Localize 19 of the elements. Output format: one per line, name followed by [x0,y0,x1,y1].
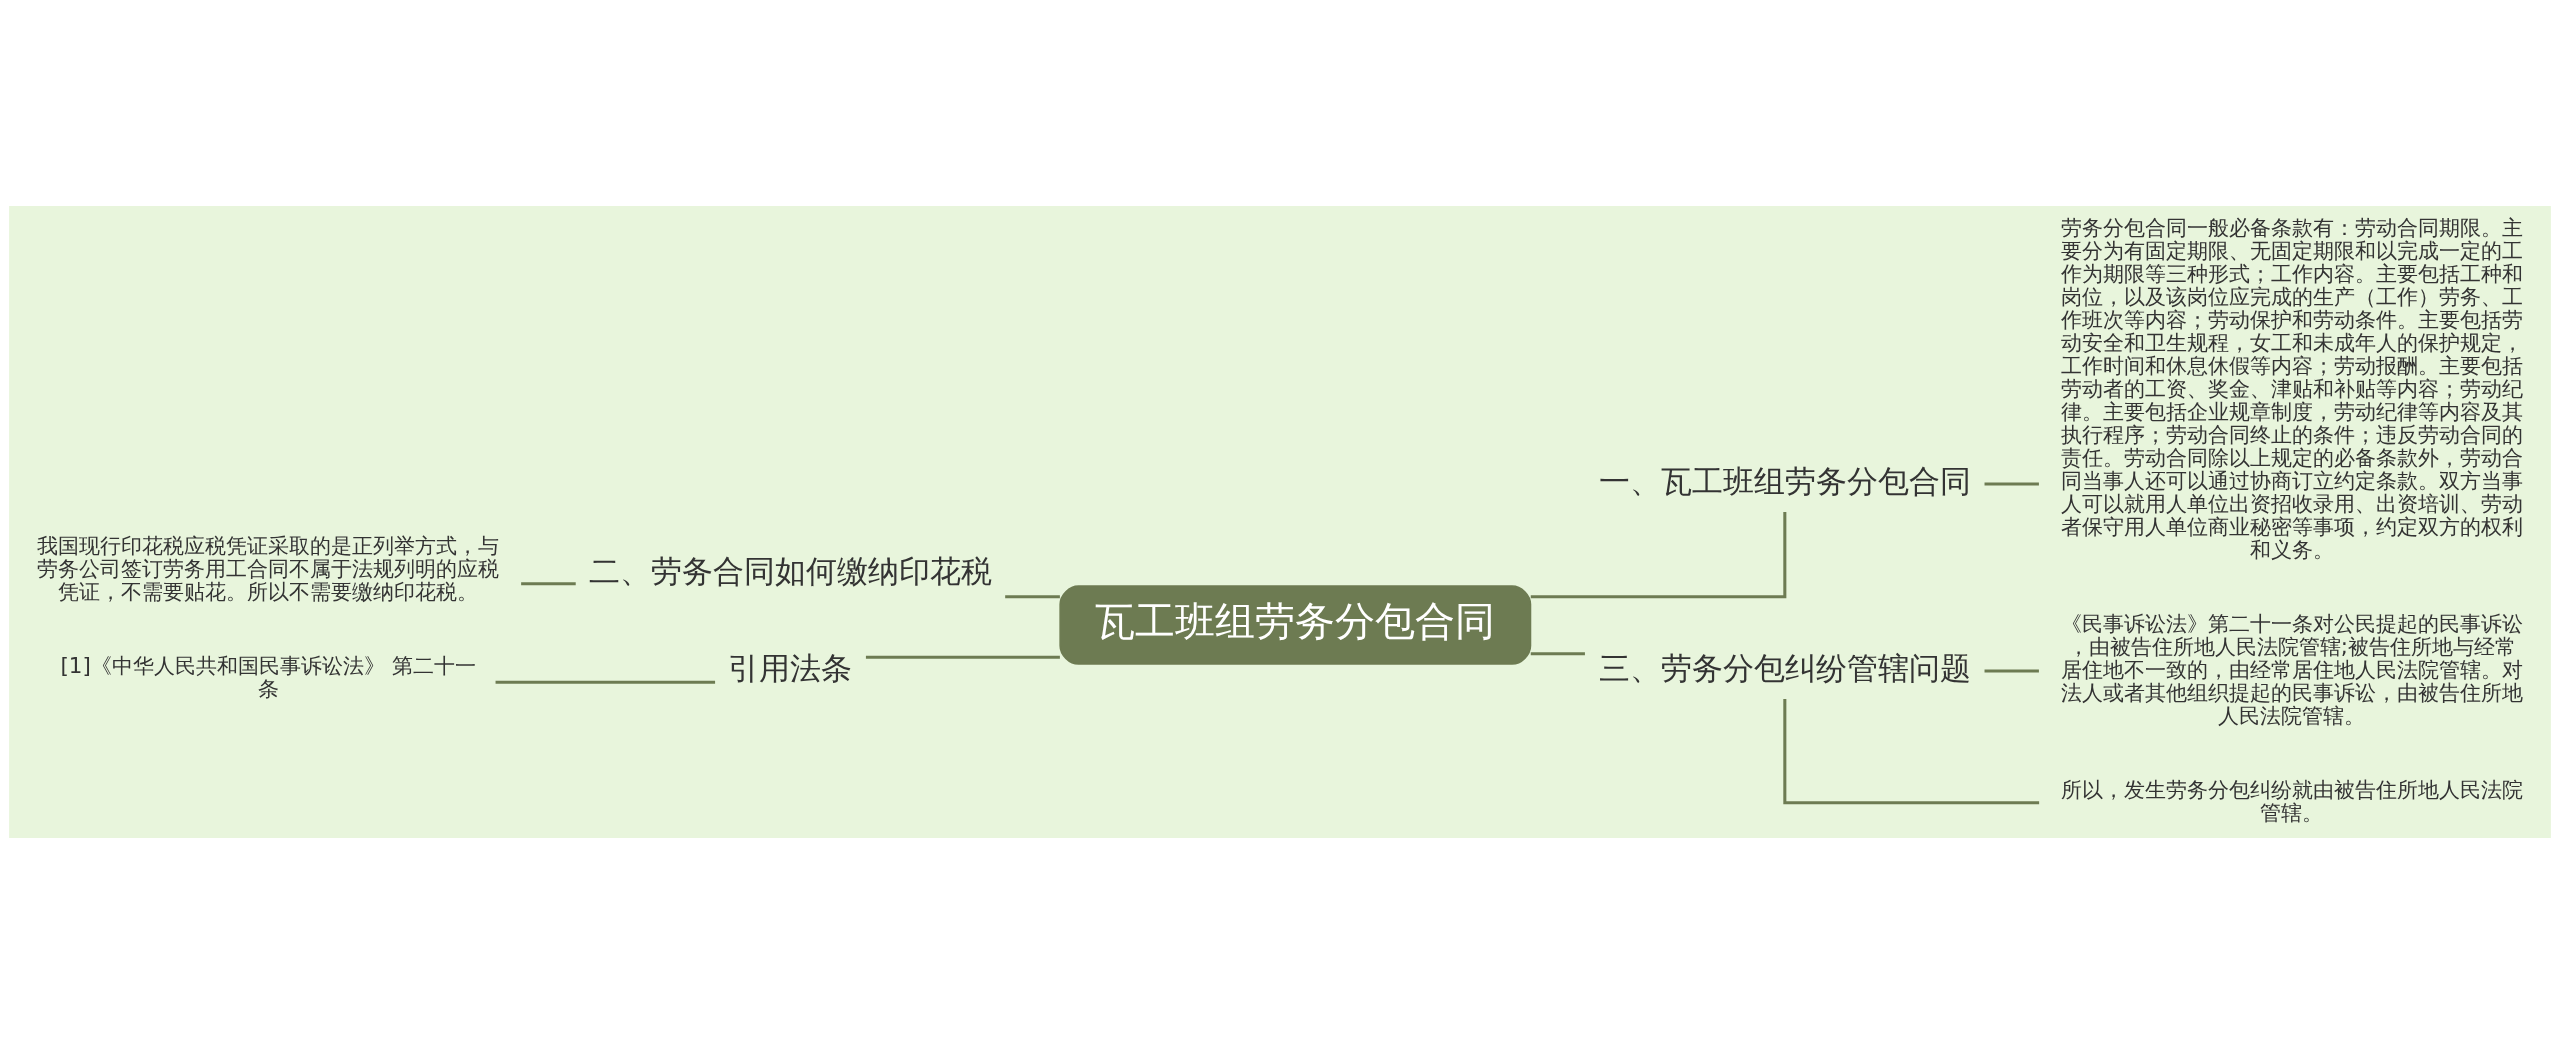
connector [1984,668,2039,673]
node-text: [1]《中华人民共和国民事诉讼法》 第二十一条 [60,652,476,701]
node-text: 二、劳务合同如何缴纳印花税 [588,553,992,589]
connector [1984,482,2039,486]
node-box: 瓦工班组劳务分包合同 [1059,584,1532,665]
node-text: 三、劳务分包纠纷管辖问题 [1598,650,1971,686]
connector [521,581,576,585]
node-text: 我国现行印花税应税凭证采取的是正列举方式，与劳务公司签订劳务用工合同不属于法规列明的应税凭证，不需要贴花。所以不需要缴纳印花税。 [37,532,500,604]
node-text: 引用法条 [728,650,853,686]
connector [1530,651,1585,655]
node-text: 一、瓦工班组劳务分包合同 [1598,463,1971,499]
connector [1005,594,1060,598]
connector [1530,511,1787,598]
node-text: 劳务分包合同一般必备条款有：劳动合同期限。主要分为有固定期限、无固定期限和以完成一定的工作为期限等三种形式；工作内容。主要包括工种和岗位，以及该岗位应完成的生产（工作）劳务、工作班次等内容；劳动保护和劳动条件。主要包括劳动安全和卫生规程，女工和未成年人的保护规定，工作时间和休息休假等内容；劳动报酬。主要包括劳动者的工资、奖金、津贴和补贴等内容；劳动纪律。主要包括企业规章制度，劳动纪律等内容及其执行程序；劳动合同终止的条件；违反劳动合同的责任。劳动合同除以上规定的必备条款外，劳动合同当事人还可以通过协商订立约定条款。双方当事人可以就用人单位出资招收录用、出资培训、劳动者保守用人单位商业秘密等事项，约定双方的权利和义务。 [2060,214,2523,562]
node-text: 《民事诉讼法》第二十一条对公民提起的民事诉讼，由被告住所地人民法院管辖;被告住所地与经常居住地不一致的，由经常居住地人民法院管辖。对法人或者其他组织提起的民事诉讼，由被告住所地人民法院管辖。 [2060,610,2523,728]
connector [495,680,716,684]
node-text: 所以，发生劳务分包纠纷就由被告住所地人民法院管辖。 [2060,776,2523,825]
connector [865,655,1060,659]
connector [1783,698,2040,804]
